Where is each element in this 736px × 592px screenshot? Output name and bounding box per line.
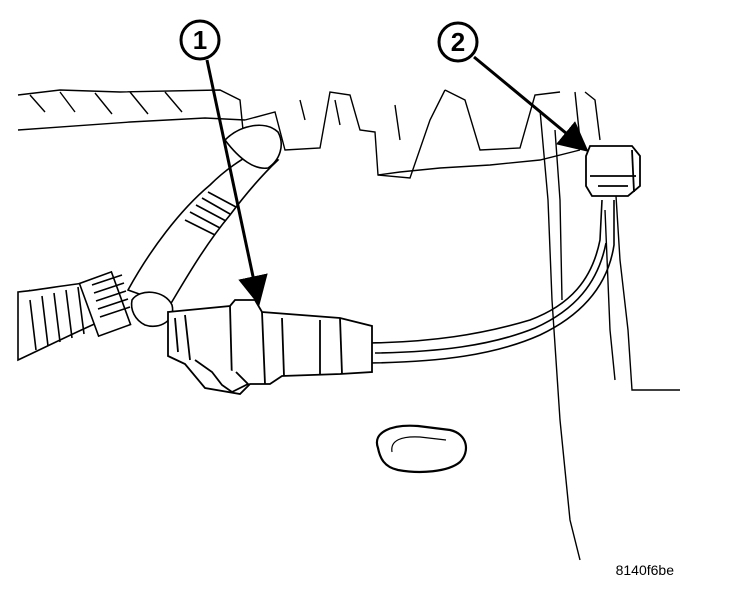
plug-hole <box>375 424 468 474</box>
electrical-connector <box>167 299 373 395</box>
callout-1: 1 <box>179 19 268 306</box>
callout-1-number: 1 <box>193 25 207 55</box>
callout-2-number: 2 <box>451 27 465 57</box>
callout-1-circle <box>179 19 221 61</box>
figure-id: 8140f6be <box>615 562 674 578</box>
callout-2-circle <box>437 21 479 63</box>
sensor-body <box>585 145 641 197</box>
wiring-harness <box>17 124 282 362</box>
callout-1-leader <box>205 59 268 306</box>
sensor-wire <box>369 199 615 364</box>
callout-2-leader <box>473 55 589 152</box>
callout-2: 2 <box>437 21 589 152</box>
